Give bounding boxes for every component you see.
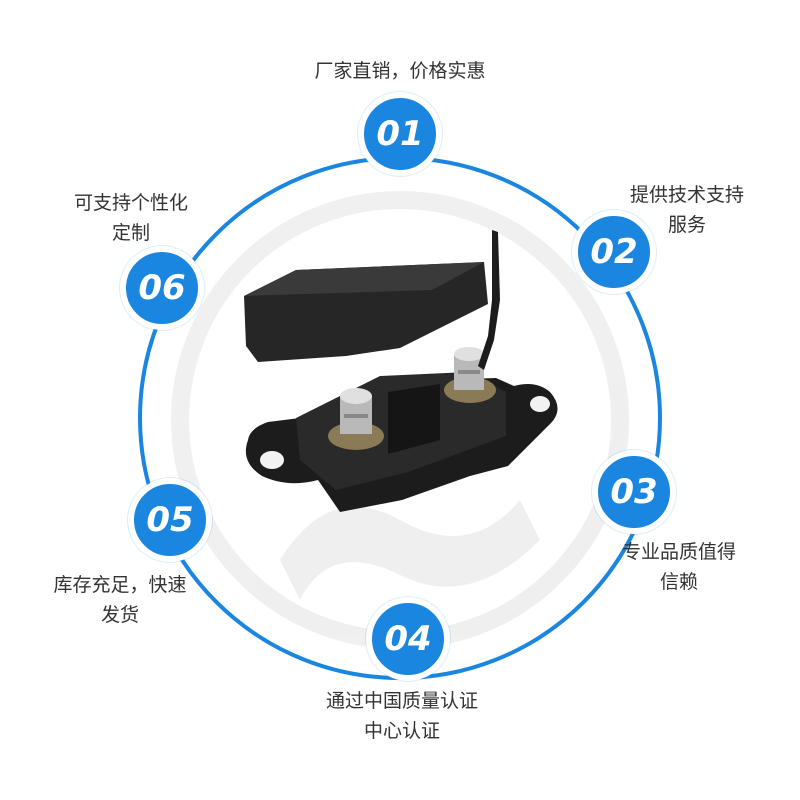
feature-badge-01: 01 bbox=[358, 92, 442, 176]
feature-badge-04: 04 bbox=[366, 597, 450, 681]
feature-badge-03: 03 bbox=[592, 450, 676, 534]
feature-badge-06: 06 bbox=[120, 246, 204, 330]
feature-line: 发货 bbox=[100, 604, 139, 626]
cable-tie-strap bbox=[478, 230, 500, 370]
feature-line: 中心认证 bbox=[363, 720, 440, 742]
feature-text-01: 厂家直销，价格实惠 bbox=[300, 56, 500, 86]
fuse-holder-icon bbox=[244, 230, 558, 512]
fuse-cover-top bbox=[244, 262, 484, 296]
feature-line: 定制 bbox=[111, 222, 150, 244]
feature-number: 05 bbox=[146, 500, 194, 540]
feature-line: 专业品质值得 bbox=[621, 541, 736, 563]
feature-line: 厂家直销，价格实惠 bbox=[314, 60, 486, 82]
feature-text-05: 库存充足，快速 发货 bbox=[32, 570, 208, 630]
feature-badge-05: 05 bbox=[128, 478, 212, 562]
feature-line: 信赖 bbox=[659, 571, 698, 593]
feature-text-04: 通过中国质量认证 中心认证 bbox=[292, 686, 512, 746]
terminal-right bbox=[444, 347, 496, 403]
feature-line: 提供技术支持 bbox=[629, 184, 744, 206]
feature-number: 03 bbox=[610, 472, 658, 512]
feature-line: 服务 bbox=[667, 214, 706, 236]
terminal-left bbox=[328, 388, 384, 450]
feature-number: 04 bbox=[384, 619, 432, 659]
feature-line: 可支持个性化 bbox=[73, 192, 188, 214]
feature-text-03: 专业品质值得 信赖 bbox=[604, 537, 754, 597]
feature-number: 06 bbox=[138, 268, 186, 308]
mount-hole-left bbox=[260, 451, 284, 469]
feature-text-02: 提供技术支持 服务 bbox=[612, 180, 762, 240]
mount-hole-right bbox=[530, 396, 550, 412]
feature-line: 库存充足，快速 bbox=[53, 574, 187, 596]
feature-badge-02: 02 bbox=[572, 210, 656, 294]
feature-number: 02 bbox=[590, 232, 638, 272]
feature-text-06: 可支持个性化 定制 bbox=[56, 188, 206, 248]
feature-number: 01 bbox=[376, 114, 424, 154]
feature-line: 通过中国质量认证 bbox=[325, 690, 478, 712]
fuse-ribs bbox=[388, 384, 440, 454]
